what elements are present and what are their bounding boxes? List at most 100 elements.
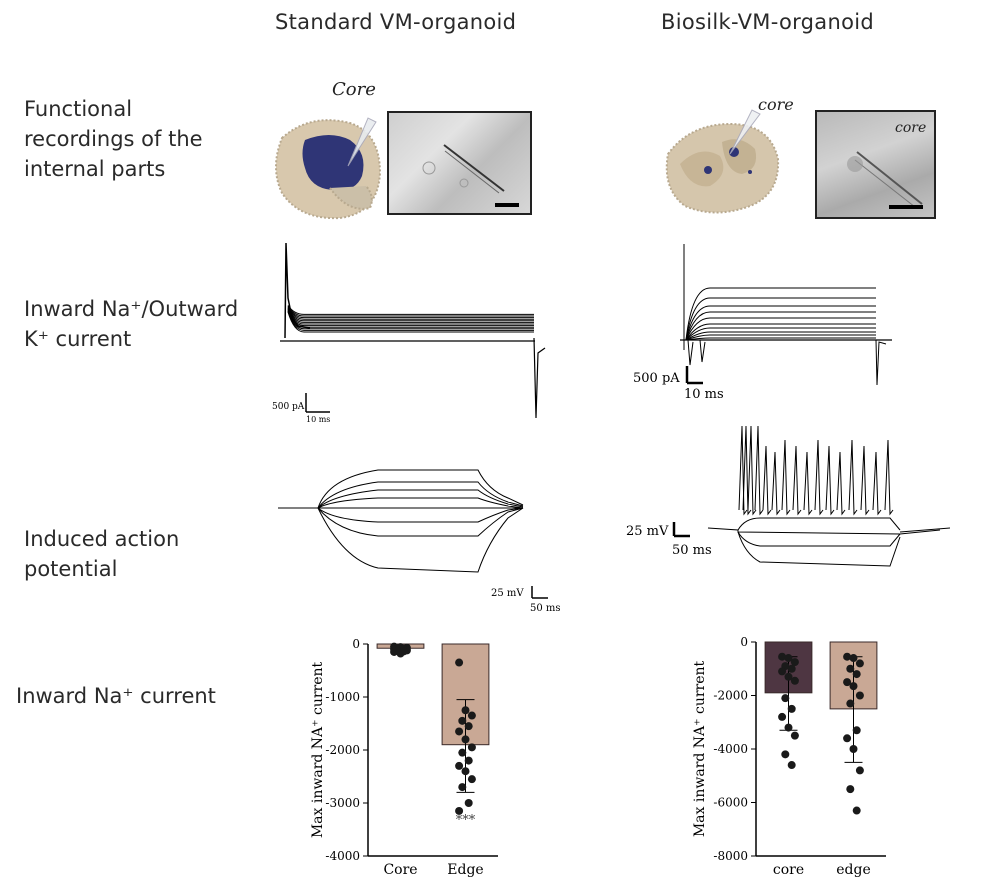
- scale-ap-right-ms: 50 ms: [672, 543, 712, 558]
- data-point: [843, 678, 852, 687]
- action-potential-traces-right: 25 mV 50 ms: [626, 425, 950, 567]
- current-trace: [685, 331, 876, 341]
- data-point: [846, 785, 855, 794]
- current-trace: [287, 305, 534, 315]
- ap-spike: [742, 425, 752, 516]
- ap-spike: [792, 445, 802, 516]
- data-point: [784, 723, 793, 732]
- data-point: [461, 706, 470, 715]
- data-point: [855, 691, 864, 700]
- data-point: [778, 652, 787, 661]
- current-trace: [685, 311, 876, 341]
- data-point: [458, 783, 467, 792]
- data-point: [455, 727, 464, 736]
- ap-spike: [762, 445, 772, 516]
- current-trace: [685, 323, 876, 341]
- significance-annotation: ***: [456, 813, 476, 828]
- data-point: [787, 761, 796, 770]
- ap-baseline: [707, 527, 941, 535]
- ap-spike: [781, 439, 791, 516]
- ap-spike: [848, 439, 858, 516]
- organoid-3d-right: core: [665, 95, 794, 214]
- x-tick-label: Edge: [447, 862, 483, 878]
- data-point: [852, 726, 861, 735]
- x-tick-label: edge: [836, 862, 871, 878]
- data-point: [461, 767, 470, 776]
- y-axis-label: Max inward NA⁺ current: [310, 661, 326, 838]
- data-point: [458, 716, 467, 725]
- ap-spike: [860, 445, 870, 516]
- data-point: [464, 799, 473, 807]
- data-point: [458, 748, 467, 757]
- data-point: [843, 734, 852, 743]
- data-point: [467, 775, 476, 784]
- row-label-induced-ap-line1: Induced action: [24, 527, 180, 551]
- micrograph-right: core: [815, 110, 936, 219]
- scale-ap-left-ms: 50 ms: [530, 603, 561, 614]
- data-point: [784, 654, 793, 663]
- current-trace: [685, 305, 876, 341]
- ap-tail: [899, 527, 950, 533]
- current-traces-left: 500 pA 10 ms: [272, 242, 546, 424]
- ap-spike: [884, 439, 894, 516]
- ap-spike: [747, 425, 757, 516]
- scale-current-right-ms: 10 ms: [684, 387, 724, 402]
- data-point: [852, 670, 861, 679]
- y-tick-label: -4000: [713, 742, 748, 756]
- current-trace: [287, 308, 534, 323]
- data-point: [787, 664, 796, 673]
- current-trace: [685, 297, 876, 341]
- data-point: [784, 672, 793, 681]
- ap-spike: [836, 451, 846, 516]
- ap-spike: [872, 451, 882, 516]
- ap-depol: [737, 517, 901, 531]
- scale-current-left-ms: 10 ms: [306, 415, 330, 424]
- data-point: [467, 743, 476, 752]
- y-tick-label: -2000: [713, 689, 748, 703]
- core-label-left: Core: [332, 79, 376, 100]
- left-column-title: Standard VM-organoid: [275, 10, 517, 34]
- data-point: [849, 745, 858, 753]
- data-point: [846, 664, 855, 673]
- organoid-3d-left: Core: [275, 79, 382, 220]
- data-point: [467, 711, 476, 720]
- data-point: [790, 676, 799, 685]
- row-label-inward-outward-line2: K⁺ current: [24, 327, 132, 351]
- data-point: [464, 756, 473, 765]
- y-tick-label: -4000: [325, 849, 360, 863]
- current-trace: [685, 334, 876, 341]
- y-tick-label: -1000: [325, 690, 360, 704]
- ap-spike: [754, 425, 764, 516]
- data-point: [778, 712, 787, 721]
- data-point: [778, 667, 787, 676]
- ap-spike: [803, 451, 813, 516]
- scale-ap-right-mv: 25 mV: [626, 524, 669, 539]
- core-label-right-3d: core: [758, 95, 794, 114]
- scale-current-right-pa: 500 pA: [633, 371, 680, 386]
- data-point: [846, 699, 855, 708]
- row-label-functional-recordings: Functional recordings of the internal pa…: [24, 97, 203, 181]
- ap-hyperpol: [737, 531, 901, 567]
- core-label-right-micro: core: [895, 120, 926, 136]
- row-label-induced-ap-line2: potential: [24, 557, 118, 581]
- y-tick-label: 0: [352, 637, 360, 651]
- data-point: [855, 766, 864, 775]
- data-point: [849, 654, 858, 663]
- data-point: [781, 694, 790, 703]
- data-point: [855, 659, 864, 668]
- data-point: [396, 649, 405, 658]
- data-point: [390, 647, 399, 656]
- data-point: [849, 682, 858, 691]
- data-point: [790, 658, 799, 667]
- y-tick-label: -6000: [713, 796, 748, 810]
- y-tick-label: -2000: [325, 743, 360, 757]
- y-axis-label: Max inward NA⁺ current: [692, 660, 708, 837]
- current-trace: [685, 287, 876, 341]
- ap-spike: [738, 425, 748, 516]
- data-point: [455, 806, 464, 815]
- ap-spike: [771, 451, 781, 516]
- y-tick-label: -8000: [713, 849, 748, 863]
- ap-spike: [814, 439, 824, 516]
